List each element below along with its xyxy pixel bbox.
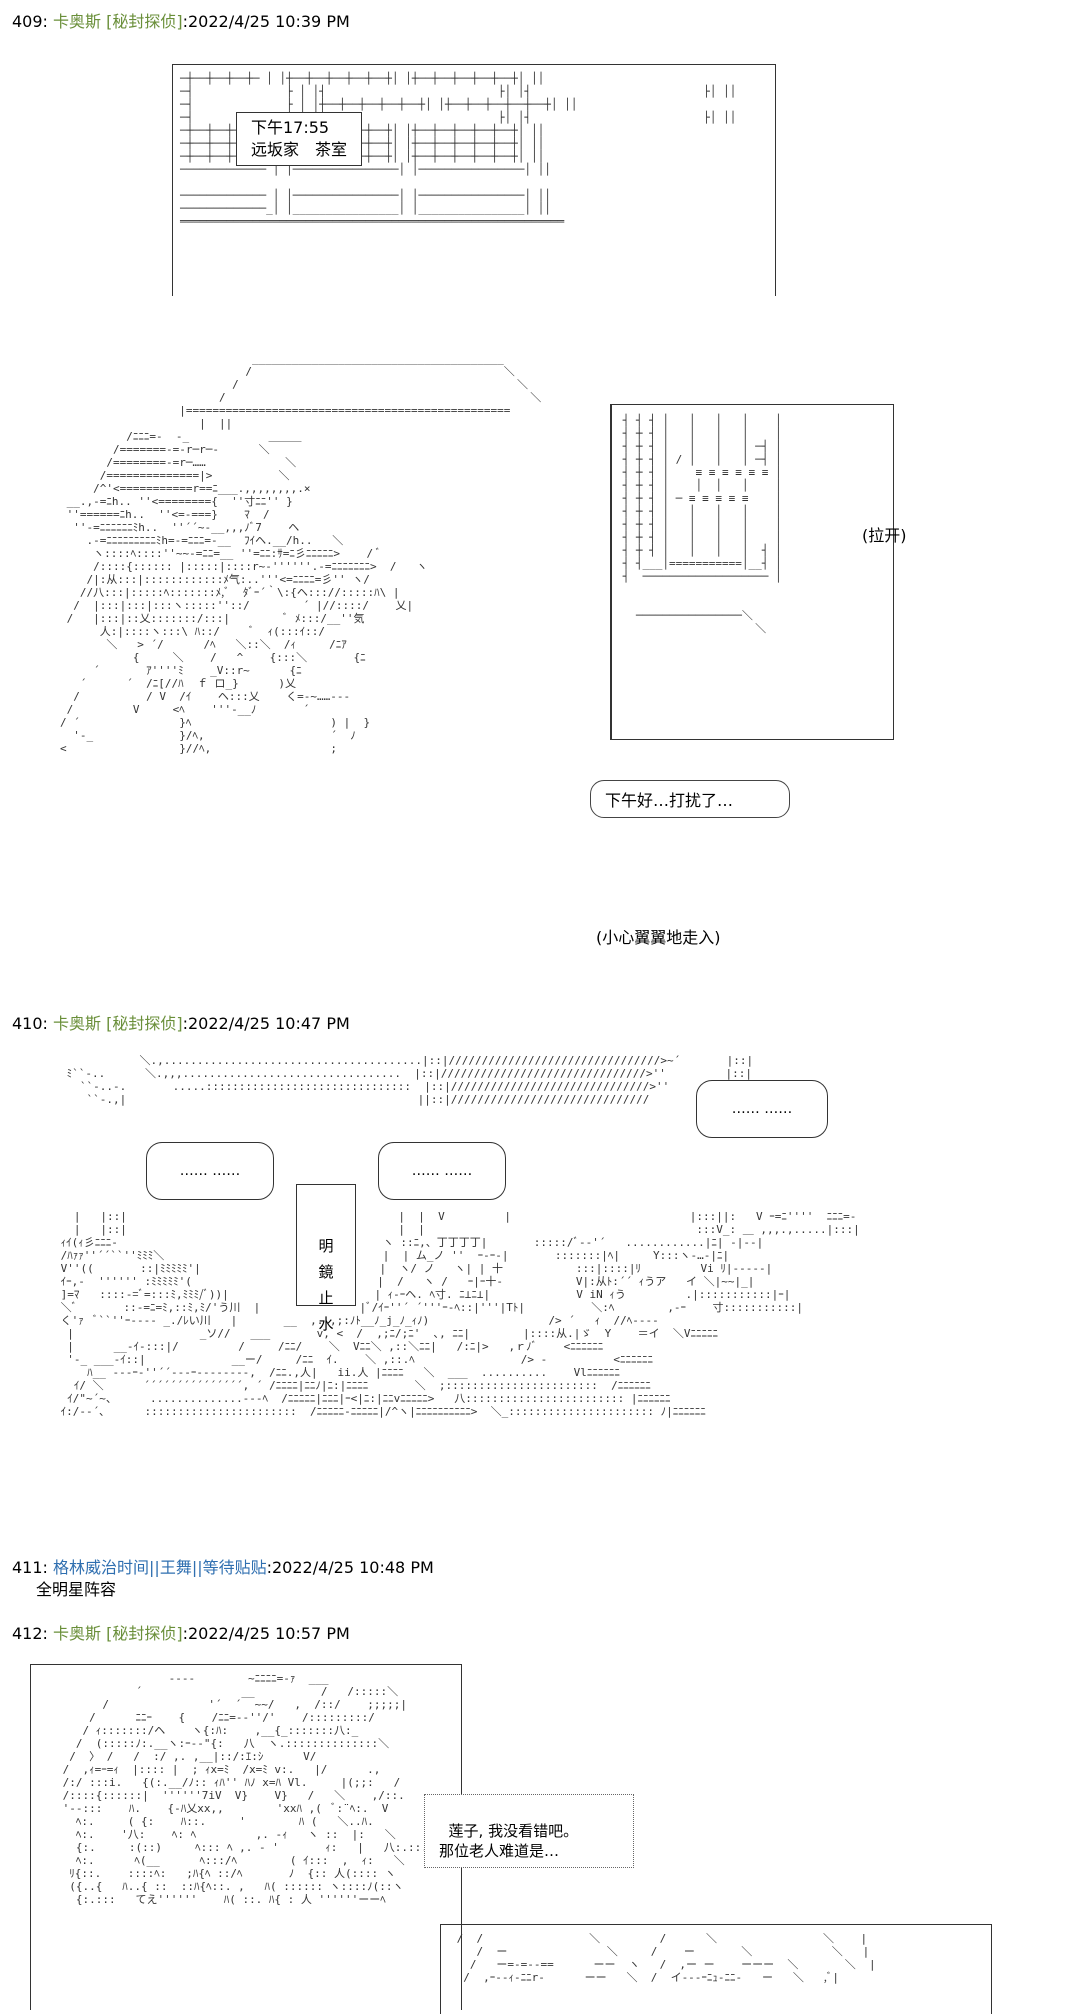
post-time: :2022/4/25 10:48 PM (266, 1558, 434, 1577)
poster-name[interactable]: 卡奥斯 [秘封探侦] (53, 12, 183, 31)
dialog-box: 莲子, 我没看错吧。 那位老人难道是… (424, 1794, 634, 1868)
panel-frame-right (440, 1924, 992, 2014)
hanging-scroll: 明 鏡 止 水 (296, 1184, 356, 1333)
bubble-left: …… …… (146, 1142, 274, 1200)
dialog-text: 莲子, 我没看错吧。 那位老人难道是… (439, 1822, 579, 1860)
speech-bubble: 下午好…打扰了… (590, 780, 790, 818)
character-entering-ascii-art: ______________________________________ /… (60, 352, 542, 755)
room-frame (172, 64, 776, 296)
poster-name[interactable]: 格林威治时间||王舞||等待贴贴 (53, 1558, 267, 1577)
poster-name[interactable]: 卡奥斯 [秘封探侦] (53, 1624, 183, 1643)
bubble-right: …… …… (696, 1080, 828, 1138)
opened-door-frame (610, 404, 894, 740)
time-location-sign: 下午17:55 远坂家 茶室 (236, 112, 363, 166)
poster-name[interactable]: 卡奥斯 [秘封探侦] (53, 1014, 183, 1033)
sound-effect-text: (拉开) (862, 526, 907, 545)
post-time: :2022/4/25 10:47 PM (182, 1014, 350, 1033)
characters-bottom-ascii-art: / / ＼ / ＼ ＼ | / ー ＼ / ー ＼ ＼ | / ー=-=--==… (456, 1932, 876, 1984)
post-header-411: 411: 格林威治时间||王舞||等待贴贴:2022/4/25 10:48 PM (12, 1554, 434, 1578)
post-body-411: 全明星阵容 (36, 1580, 117, 1599)
post-header-409: 409: 卡奥斯 [秘封探侦]:2022/4/25 10:39 PM (12, 8, 350, 32)
post-number: 411: (12, 1558, 48, 1577)
three-characters-ascii-art: | |::| | | V | |:::||: V ｰ=ﾆ'''' ﾆﾆﾆ=- |… (60, 1210, 860, 1418)
post-header-412: 412: 卡奥斯 [秘封探侦]:2022/4/25 10:57 PM (12, 1620, 350, 1644)
speech-text: 下午好…打扰了… (605, 791, 734, 810)
bubble-mid: …… …… (378, 1142, 506, 1200)
door-ascii-art: ┤ ┤ ┤ │ │ │ │ │ ┤ ┼ ┤ │ │ │ │ │ ┤ ┼ ┤ │ … (622, 414, 782, 635)
scroll-text: 明 鏡 止 水 (318, 1237, 334, 1333)
post-time: :2022/4/25 10:39 PM (182, 12, 350, 31)
narration-text: (小心翼翼地走入) (596, 928, 721, 947)
post-header-410: 410: 卡奥斯 [秘封探侦]:2022/4/25 10:47 PM (12, 1010, 350, 1034)
post-time: :2022/4/25 10:57 PM (182, 1624, 350, 1643)
post-number: 409: (12, 12, 48, 31)
post-number: 410: (12, 1014, 48, 1033)
elderly-man-ascii-art: ---- ~ﾆﾆﾆﾆ=-ｧ ___ ´ __ / /:::::＼ / '´ ´ … (62, 1672, 428, 1906)
post-number: 412: (12, 1624, 48, 1643)
ceiling-ascii-art: ＼.,.....................................… (66, 1054, 754, 1106)
